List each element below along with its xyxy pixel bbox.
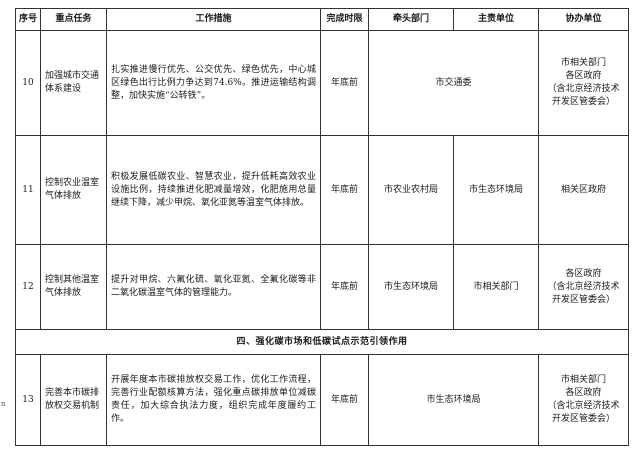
row-no: 10 [15,30,41,136]
assist-line: （含北京经济技术 [547,281,620,292]
row-responsible: 市生态环境局 [453,135,539,245]
header-task: 重点任务 [40,8,107,31]
row-assist: 市相关部门 各区政府 （含北京经济技术 开发区管委会） [538,354,629,446]
assist-line: 各区政府 [565,388,602,398]
row-measures: 积极发展低碳农业、智慧农业，提升低耗高效农业设施比例，持续推进化肥减量增效，化肥… [106,135,321,245]
assist-line: 各区政府 [565,71,602,81]
header-lead: 牵头部门 [368,8,454,31]
row-assist: 市相关部门 各区政府 （含北京经济技术 开发区管委会） [538,30,629,136]
row-lead: 市农业农村局 [368,135,454,245]
table-row: 13 完善本市碳排放权交易机制 开展年度本市碳排放权交易工作，优化工作流程，完善… [15,354,629,446]
row-task: 控制其他温室气体排放 [40,244,107,330]
row-lead: 市生态环境局 [368,354,539,446]
header-measures: 工作措施 [106,8,321,31]
row-measures: 开展年度本市碳排放权交易工作，优化工作流程，完善行业配额核算方法，强化重点碳排放… [106,354,321,446]
assist-line: 市相关部门 [560,375,606,385]
assist-line: 开发区管委会） [551,414,615,424]
assist-line: 市相关部门 [560,58,606,68]
row-assist: 各区政府 （含北京经济技术 开发区管委会） [538,244,629,330]
header-no: 序号 [15,8,41,31]
row-deadline: 年底前 [320,244,369,330]
row-task: 加强城市交通体系建设 [40,30,107,136]
header-responsible: 主责单位 [453,8,539,31]
row-task: 完善本市碳排放权交易机制 [40,354,107,446]
row-assist: 相关区政府 [538,135,629,245]
header-assist: 协办单位 [538,8,629,31]
table-row: 11 控制农业温室气体排放 积极发展低碳农业、智慧农业，提升低耗高效农业设施比例… [15,135,629,245]
table-row: 12 控制其他温室气体排放 提升对甲烷、六氟化硫、氧化亚氮、全氟化碳等非二氧化碳… [15,244,629,330]
row-no: 13 [15,354,41,446]
row-measures: 提升对甲烷、六氟化硫、氧化亚氮、全氟化碳等非二氧化碳温室气体的管理能力。 [106,244,321,330]
policy-table-page: 序号 重点任务 工作措施 完成时限 牵头部门 主责单位 协办单位 10 加强城市… [15,8,629,446]
assist-line: （含北京经济技术 [547,84,620,94]
row-measures: 扎实推进慢行优先、公交优先、绿色优先，中心城区绿色出行比例力争达到74.6%。推… [106,30,321,136]
row-no: 11 [15,135,41,245]
row-deadline: 年底前 [320,354,369,446]
assist-line: 开发区管委会） [551,294,615,305]
row-task: 控制农业温室气体排放 [40,135,107,245]
assist-line: 开发区管委会） [551,97,615,107]
task-table: 序号 重点任务 工作措施 完成时限 牵头部门 主责单位 协办单位 10 加强城市… [15,8,629,446]
row-deadline: 年底前 [320,135,369,245]
table-row: 10 加强城市交通体系建设 扎实推进慢行优先、公交优先、绿色优先，中心城区绿色出… [15,30,629,136]
assist-line: 相关区政府 [560,184,606,195]
assist-line: 各区政府 [565,268,602,279]
margin-mark: n [1,400,6,408]
header-deadline: 完成时限 [320,8,369,31]
section-title: 四、强化碳市场和低碳试点示范引领作用 [15,329,629,355]
row-lead: 市生态环境局 [368,244,454,330]
assist-line: （含北京经济技术 [547,401,620,411]
section-row: 四、强化碳市场和低碳试点示范引领作用 [15,329,629,355]
row-responsible: 市相关部门 [453,244,539,330]
row-no: 12 [15,244,41,330]
table-header-row: 序号 重点任务 工作措施 完成时限 牵头部门 主责单位 协办单位 [15,8,629,31]
row-deadline: 年底前 [320,30,369,136]
row-lead: 市交通委 [368,30,539,136]
